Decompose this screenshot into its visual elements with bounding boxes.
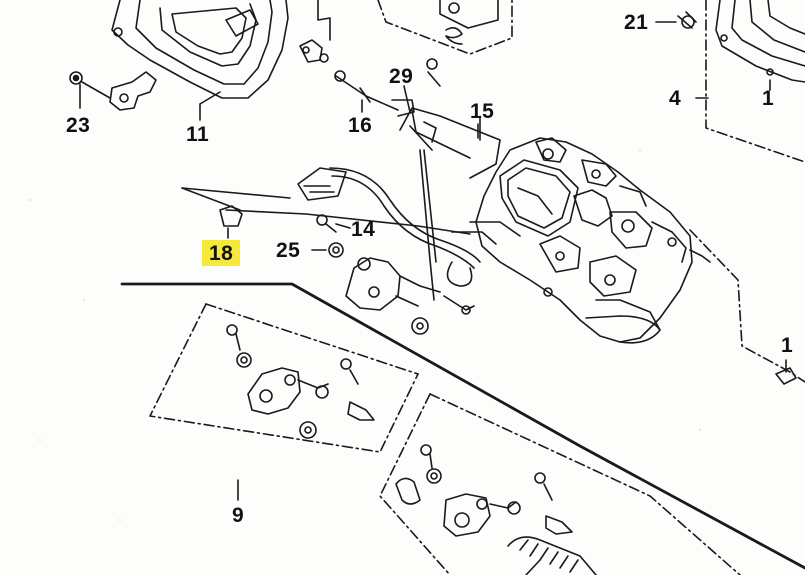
callout-21: 21	[624, 11, 649, 34]
callout-11: 11	[186, 123, 210, 146]
right-edge-clip-part-1	[775, 359, 797, 385]
callout-23: 23	[66, 114, 91, 137]
callout-9: 9	[232, 504, 245, 527]
callout-29: 29	[389, 65, 414, 88]
section-divider-line	[120, 282, 805, 570]
nut-part-25	[311, 242, 344, 258]
top-center-spring	[439, 0, 499, 45]
lower-right-dashed-frame	[379, 393, 741, 575]
scan-noise	[29, 149, 701, 521]
bolt-part-23	[69, 71, 111, 109]
throttle-body-part-15	[399, 107, 711, 344]
callout-1-right-edge: 1	[781, 334, 794, 357]
screw-set-upper-middle	[299, 0, 441, 117]
lower-left-dashed-frame	[149, 303, 419, 453]
callout-18-highlighted: 18	[202, 240, 241, 266]
callout-14: 14	[351, 218, 376, 241]
bolt-part-14	[316, 214, 351, 233]
right-cover-part-1	[715, 0, 805, 83]
callout-1-top-right: 1	[762, 87, 775, 110]
lower-right-lever-assembly	[395, 444, 597, 575]
right-cover-frame-part-4	[705, 0, 805, 163]
callout-4: 4	[669, 87, 682, 110]
rod-part-29	[403, 85, 437, 301]
callout-15: 15	[470, 100, 495, 123]
cover-gasket-part-11	[111, 0, 289, 99]
wire-harness	[297, 167, 481, 287]
screw-part-21	[655, 11, 697, 29]
top-center-dashed-box	[377, 0, 513, 55]
right-edge-dashed-frame	[689, 229, 805, 383]
leader-11b	[199, 91, 221, 105]
callout-25: 25	[276, 239, 301, 262]
linkage-lever-center	[345, 257, 475, 335]
callout-16: 16	[348, 114, 373, 137]
small-fitting-part-18	[219, 205, 243, 239]
lower-left-lever-assembly	[226, 324, 375, 439]
bracket-clip	[109, 71, 157, 111]
